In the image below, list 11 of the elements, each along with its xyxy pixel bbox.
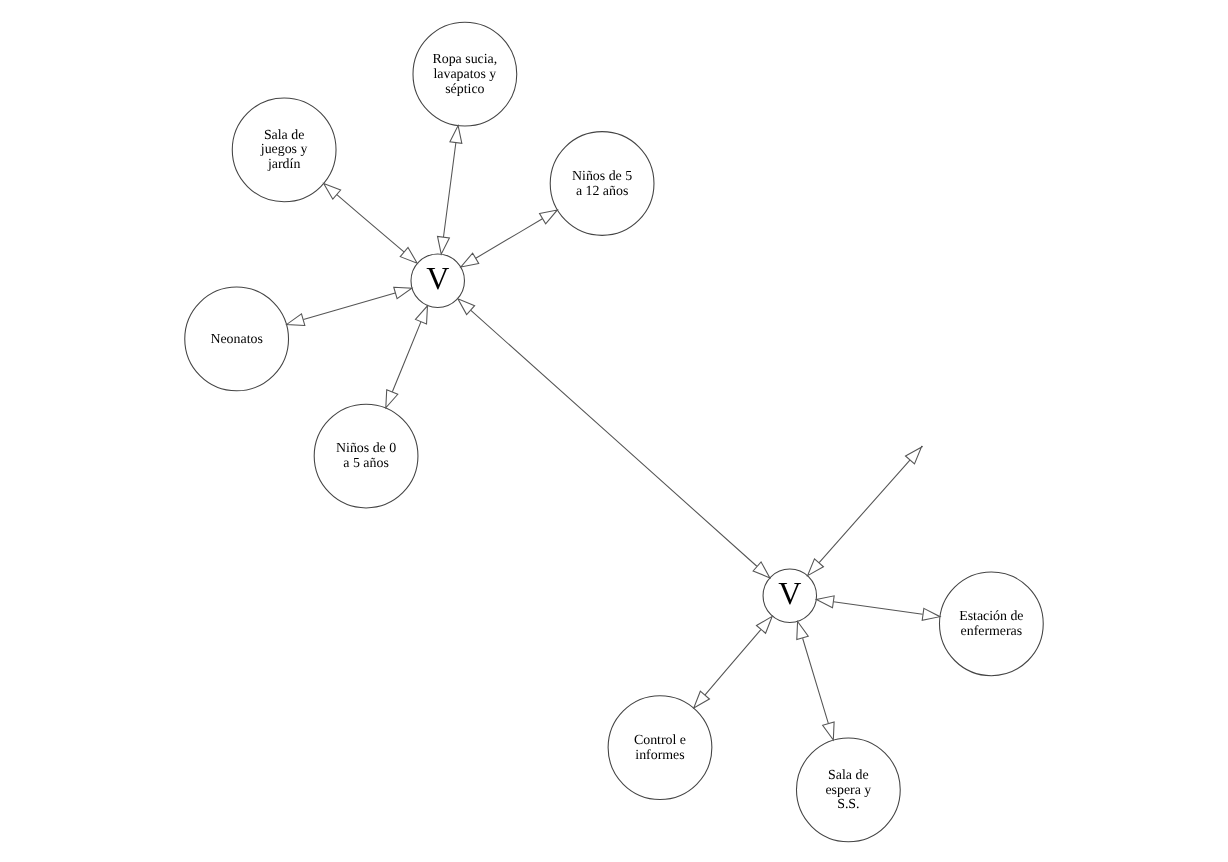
arrow: [322, 181, 419, 264]
node-circle: V: [762, 567, 818, 622]
arrow: [436, 122, 463, 255]
arrow: [459, 208, 559, 267]
arrow: [456, 296, 772, 578]
arrow: [692, 614, 774, 709]
arrow: [385, 303, 429, 409]
arrow: [285, 285, 414, 325]
arrow: [796, 618, 835, 741]
node-circle: V: [410, 252, 465, 307]
arrow: [814, 594, 942, 620]
